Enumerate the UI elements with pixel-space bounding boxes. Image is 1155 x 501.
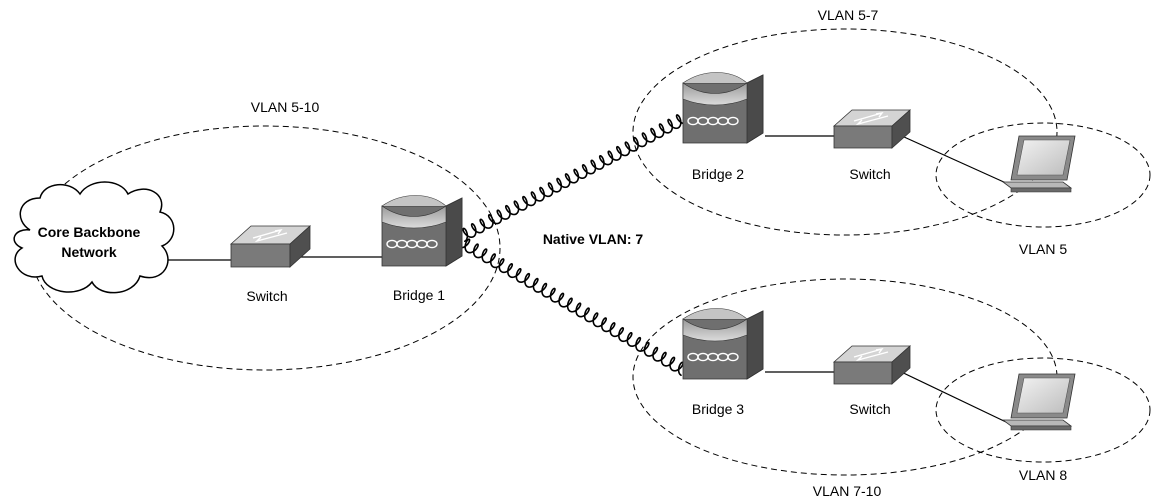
bridge1-icon xyxy=(381,195,463,267)
bridge3-label: Bridge 3 xyxy=(692,401,744,417)
vlan-top-label: VLAN 5-7 xyxy=(818,7,879,23)
vlan-main-label: VLAN 5-10 xyxy=(251,99,320,115)
vlan-bottom-label: VLAN 7-10 xyxy=(813,483,882,499)
core-network-cloud: Core Backbone Network xyxy=(13,181,175,294)
switch-main-icon xyxy=(229,225,312,268)
link-switch-to-laptop-top xyxy=(892,131,1007,184)
vlan-zone-top xyxy=(632,28,1058,236)
switch-main-label: Switch xyxy=(246,288,287,304)
switch-top-icon xyxy=(832,109,912,149)
bridge2-label: Bridge 2 xyxy=(692,166,744,182)
bridge2-icon xyxy=(682,72,764,144)
switch-bottom-icon xyxy=(832,345,912,385)
link-switch-to-laptop-bottom xyxy=(892,367,1007,423)
switch-top-label: Switch xyxy=(849,166,890,182)
vlan-zone-client-bottom xyxy=(935,357,1151,463)
native-vlan-label: Native VLAN: 7 xyxy=(543,231,644,247)
bridge3-icon xyxy=(682,308,764,380)
core-network-label-line1: Core Backbone xyxy=(38,224,141,240)
vlan-client-top-label: VLAN 5 xyxy=(1019,241,1067,257)
bridge1-label: Bridge 1 xyxy=(393,287,445,303)
laptop-bottom-icon xyxy=(1001,373,1076,431)
wireless-link-bottom xyxy=(458,238,684,376)
wired-links xyxy=(162,131,1007,423)
vlan-zone-client-top xyxy=(935,122,1151,228)
core-network-label-line2: Network xyxy=(61,244,116,260)
wireless-link-top xyxy=(462,114,688,243)
laptop-top-icon xyxy=(1001,135,1076,193)
switch-bottom-label: Switch xyxy=(849,401,890,417)
vlan-client-bottom-label: VLAN 8 xyxy=(1019,467,1067,483)
